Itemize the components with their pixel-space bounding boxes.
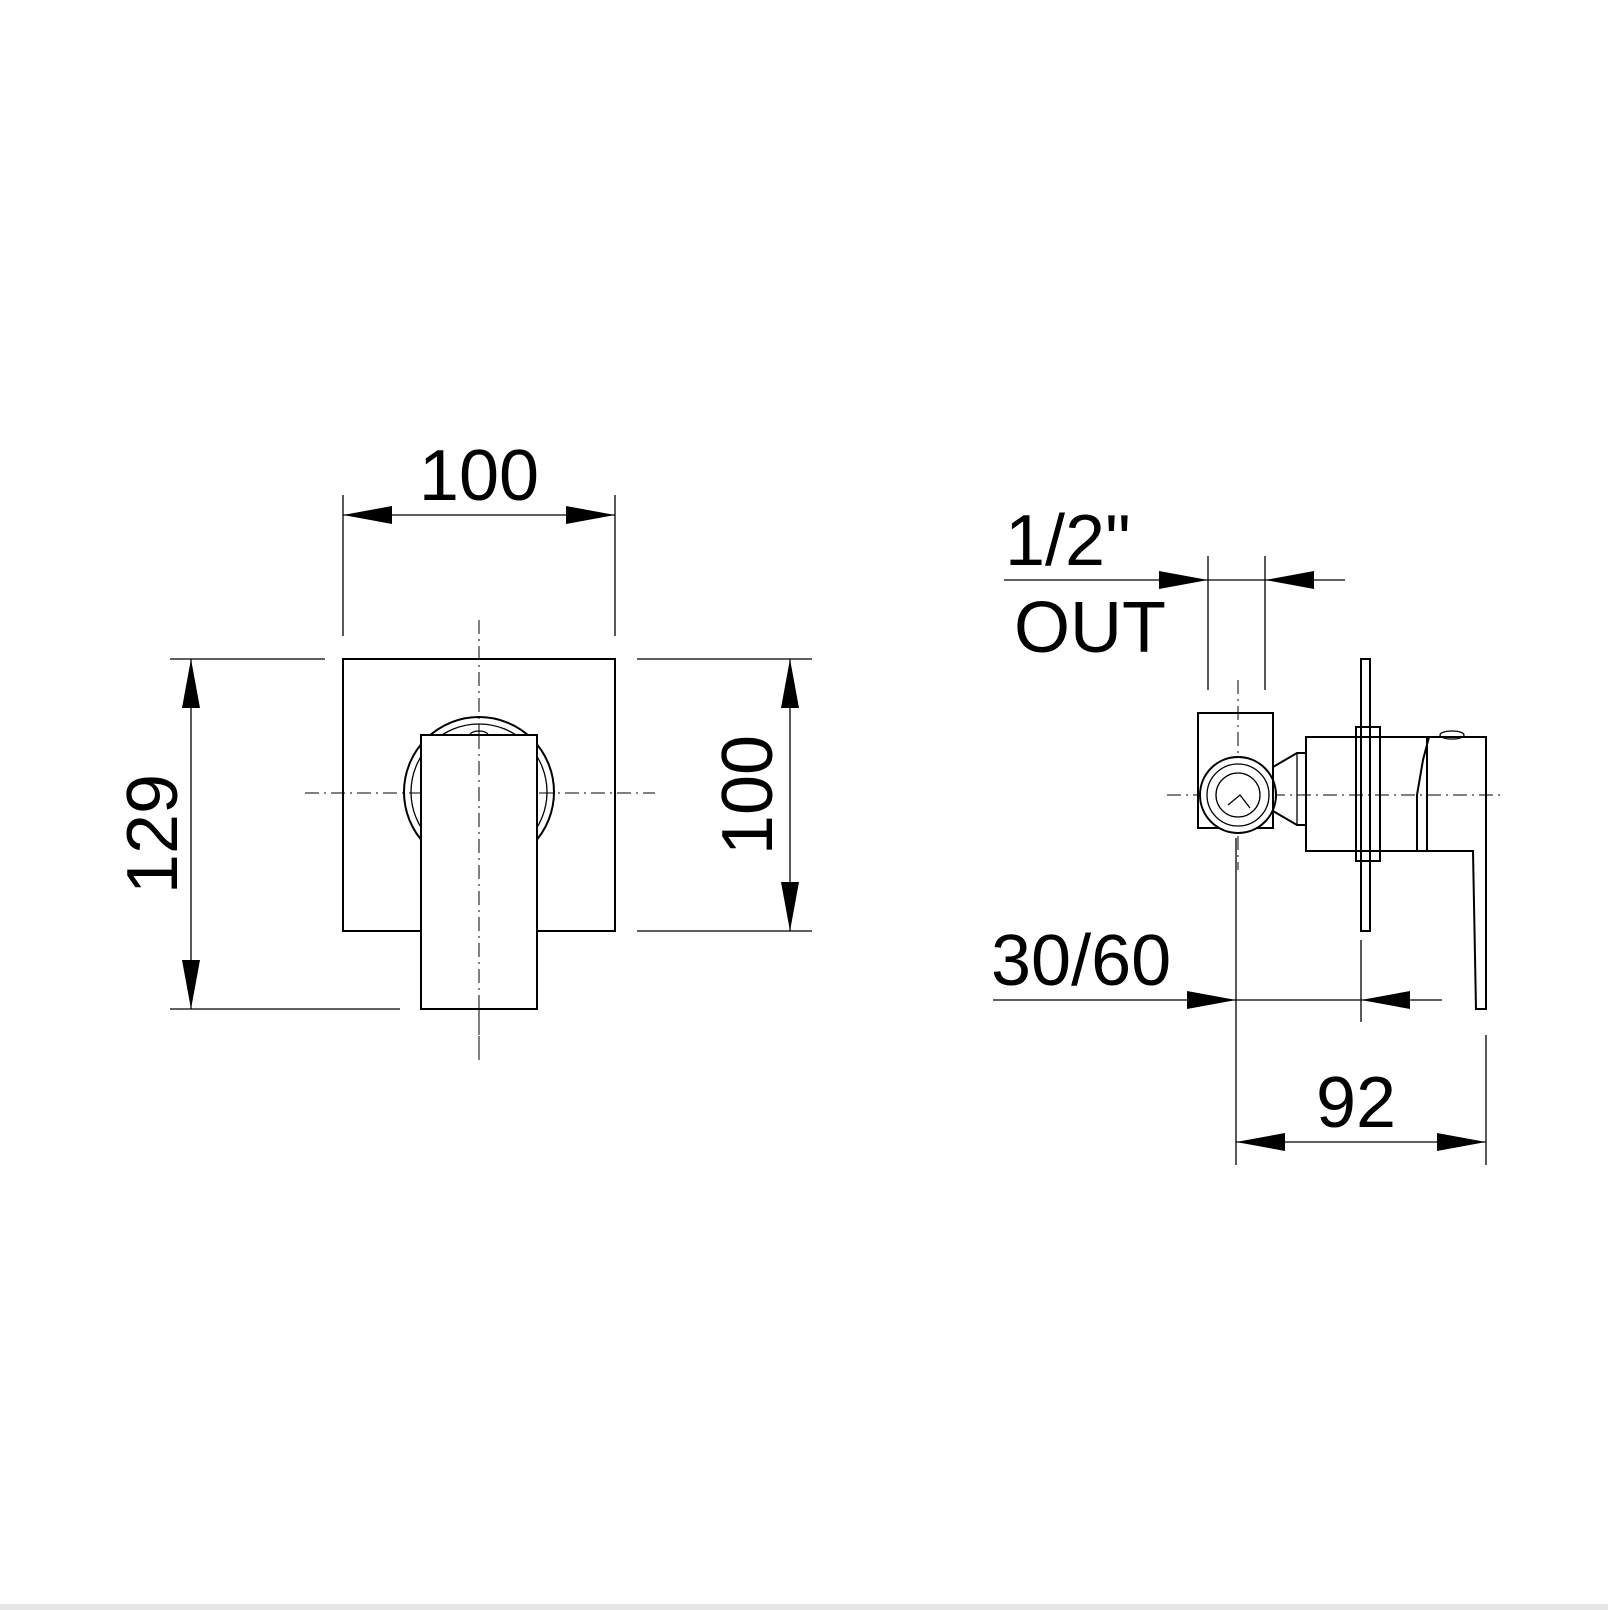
outlet-size-label: 1/2" — [1005, 501, 1131, 581]
width-label: 100 — [419, 436, 539, 516]
plate-height-label: 100 — [708, 735, 788, 855]
total-height-label: 129 — [113, 774, 193, 894]
outlet-arrow-right — [1265, 571, 1314, 589]
total-height-arrow-bottom — [182, 960, 200, 1009]
outlet-fitting-inner — [1215, 772, 1261, 818]
install-depth-label: 30/60 — [991, 921, 1171, 1001]
width-arrow-left — [343, 506, 392, 524]
outlet-fitting-middle — [1206, 763, 1270, 827]
cover-plate-profile — [1360, 658, 1371, 932]
depth-arrow-right — [1361, 991, 1410, 1009]
side-view: 1/2" OUT 30/60 92 — [991, 501, 1500, 1165]
lever-top-cap — [1439, 730, 1465, 740]
lever-profile — [1416, 736, 1487, 1010]
total-height-arrow-top — [182, 659, 200, 708]
outlet-arrow-left — [1159, 571, 1208, 589]
cartridge-housing — [1305, 736, 1428, 852]
wall-flange — [1355, 726, 1381, 862]
front-view: 100 129 100 — [113, 436, 812, 1060]
outlet-thread-mark — [1227, 794, 1251, 809]
width-arrow-right — [566, 506, 615, 524]
plate-height-arrow-top — [781, 659, 799, 708]
projection-arrow-right — [1437, 1133, 1486, 1151]
projection-arrow-left — [1236, 1133, 1285, 1151]
plate-height-arrow-bottom — [781, 882, 799, 931]
outlet-label: OUT — [1014, 588, 1166, 668]
depth-arrow-left — [1187, 991, 1236, 1009]
outlet-fitting-outer — [1199, 756, 1277, 834]
connector-neck — [1272, 752, 1307, 826]
projection-label: 92 — [1316, 1063, 1396, 1143]
bottom-edge-strip — [0, 1604, 1608, 1610]
